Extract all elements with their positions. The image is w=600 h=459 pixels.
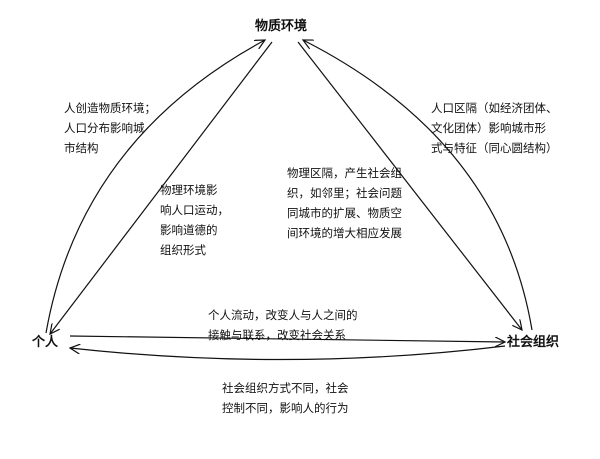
note-line: 间环境的增大相应发展: [287, 226, 402, 240]
note-organization-individual: 社会组织方式不同，社会 控制不同，影响人的行为: [222, 378, 349, 418]
node-environment: 物质环境: [255, 19, 308, 34]
note-environment-organization-relation: 物理区隔，产生社会组 织，如邻里；社会问题 同城市的扩展、物质空 间环境的增大相…: [287, 163, 402, 243]
note-line: 人口区隔（如经济团体、: [431, 101, 558, 115]
note-environment-individual: 人创造物质环境； 人口分布影响城 市结构: [64, 98, 156, 158]
note-line: 影响道德的: [160, 223, 218, 237]
note-line: 控制不同，影响人的行为: [222, 401, 349, 415]
note-line: 人口分布影响城: [64, 121, 145, 135]
note-line: 文化团体）影响城市形: [431, 121, 546, 135]
node-organization: 社会组织: [507, 335, 560, 350]
edge-individual-to-environment: [45, 40, 265, 334]
note-line: 人创造物质环境；: [64, 101, 156, 115]
note-line: 市结构: [64, 141, 99, 155]
edge-environment-to-organization: [297, 41, 522, 330]
edge-organization-to-environment: [303, 40, 533, 331]
edge-environment-to-individual: [50, 41, 273, 334]
node-individual: 个人: [32, 335, 59, 350]
edge-organization-to-individual: [70, 346, 506, 361]
note-line: 组织形式: [160, 243, 206, 257]
note-line: 式与特征（同心圆结构）: [431, 141, 558, 155]
note-organization-environment: 人口区隔（如经济团体、 文化团体）影响城市形 式与特征（同心圆结构）: [431, 98, 558, 158]
note-environment-influence-individual: 物理环境影 响人口运动， 影响道德的 组织形式: [160, 180, 229, 260]
note-line: 同城市的扩展、物质空: [287, 206, 402, 220]
note-line: 个人流动，改变人与人之间的: [208, 308, 358, 322]
note-line: 物理环境影: [160, 183, 218, 197]
note-line: 织，如邻里；社会问题: [287, 186, 402, 200]
note-line: 接触与联系，改变社会关系: [208, 328, 346, 342]
note-line: 响人口运动，: [160, 203, 229, 217]
note-line: 物理区隔，产生社会组: [287, 166, 402, 180]
note-line: 社会组织方式不同，社会: [222, 381, 349, 395]
edge-individual-to-organization: [69, 335, 505, 342]
note-individual-organization: 个人流动，改变人与人之间的 接触与联系，改变社会关系: [208, 305, 358, 345]
